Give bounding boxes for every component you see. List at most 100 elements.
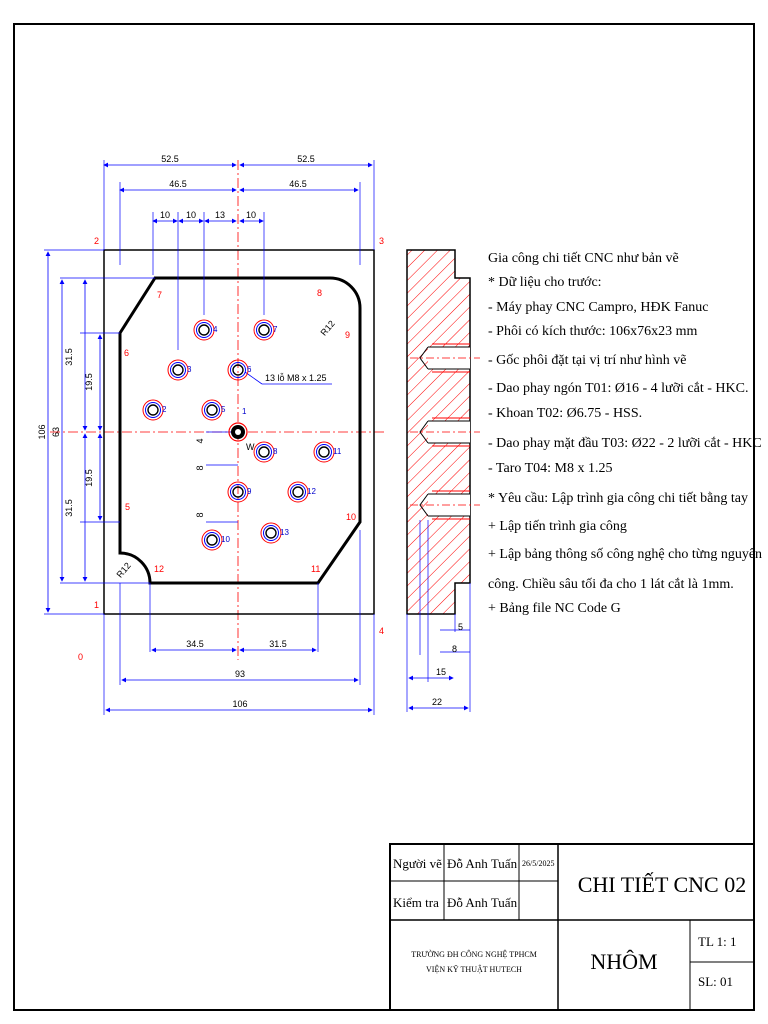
hole-8: 8 (253, 441, 278, 463)
material: NHÔM (590, 949, 657, 974)
hole-label-9: 9 (247, 487, 252, 496)
note-line: * Yêu cầu: Lập trình gia công chi tiết b… (488, 491, 748, 506)
dim-46-5-left: 46.5 (169, 179, 187, 189)
dim-106-vertical: 106 (37, 424, 47, 439)
dim-spacing-d: 10 (246, 210, 256, 220)
hole-10: 10 (201, 529, 230, 551)
hole-11: 11 (313, 441, 342, 463)
dim-spacing-c: 13 (215, 210, 225, 220)
dim-52-5-right: 52.5 (297, 154, 315, 164)
hole-label-13: 13 (280, 528, 289, 537)
workpiece-origin: W (228, 422, 255, 452)
thread-note: 13 lỗ M8 x 1.25 (265, 373, 327, 383)
quantity: SL: 01 (698, 974, 733, 989)
hole-9: 9 (227, 481, 252, 503)
dim-spacing-b: 10 (186, 210, 196, 220)
note-line: công. Chiều sâu tối đa cho 1 lát cắt là … (488, 577, 734, 592)
dim-93: 93 (235, 669, 245, 679)
drawn-by-label: Người vẽ (393, 856, 442, 871)
dim-4: 4 (195, 438, 205, 443)
hole-1: 1 (242, 407, 247, 416)
corner-label-3: 3 (379, 236, 384, 246)
point-label-9: 9 (345, 330, 350, 340)
dim-31-5-top: 31.5 (64, 348, 74, 366)
dim-19-5-bottom: 19.5 (84, 469, 94, 487)
note-line: Gia công chi tiết CNC như bản vẽ (488, 251, 679, 266)
note-line: + Bảng file NC Code G (488, 601, 621, 616)
checked-by-name: Đỗ Anh Tuấn (447, 895, 518, 910)
hole-label-4: 4 (213, 325, 218, 334)
note-line: - Dao phay ngón T01: Ø16 - 4 lưỡi cắt - … (488, 381, 748, 396)
note-line: - Gốc phôi đặt tại vị trí như hình vẽ (488, 353, 687, 368)
dim-63-vertical: 63 (51, 427, 61, 437)
hole-label-3: 3 (187, 365, 192, 374)
note-line: - Khoan T02: Ø6.75 - HSS. (488, 406, 642, 421)
corner-label-0: 0 (78, 652, 83, 662)
dim-spacing-a: 10 (160, 210, 170, 220)
hole-5: 5 (201, 399, 226, 421)
checked-label: Kiểm tra (393, 895, 439, 910)
hole-2: 2 (142, 399, 167, 421)
dim-side-5: 5 (458, 622, 463, 632)
dim-side-8: 8 (452, 644, 457, 654)
scale: TL 1: 1 (698, 934, 737, 949)
note-line: - Phôi có kích thước: 106x76x23 mm (488, 324, 698, 339)
corner-label-4: 4 (379, 626, 384, 636)
dim-side-15: 15 (436, 667, 446, 677)
point-label-12: 12 (154, 564, 164, 574)
dim-106-horizontal: 106 (232, 699, 247, 709)
hole-label-8: 8 (273, 447, 278, 456)
point-label-6: 6 (124, 348, 129, 358)
dim-46-5-right: 46.5 (289, 179, 307, 189)
point-label-5: 5 (125, 502, 130, 512)
drawn-by-name: Đỗ Anh Tuấn (447, 856, 518, 871)
hole-label-6: 6 (247, 365, 252, 374)
hole-4: 4 (193, 319, 218, 341)
dim-side-22: 22 (432, 697, 442, 707)
dim-31-5-bottom-h: 31.5 (269, 639, 287, 649)
school-line-2: VIỆN KỸ THUẬT HUTECH (426, 964, 522, 974)
drawing-date: 26/5/2025 (522, 859, 554, 868)
point-label-8: 8 (317, 288, 322, 298)
point-label-7: 7 (157, 290, 162, 300)
origin-label: W (246, 442, 255, 452)
title-block: Người vẽ Đỗ Anh Tuấn 26/5/2025 Kiểm tra … (389, 843, 755, 1011)
school-line-1: TRƯỜNG ĐH CÔNG NGHỆ TPHCM (411, 949, 537, 959)
dim-31-5-bottom: 31.5 (64, 499, 74, 517)
dim-52-5-left: 52.5 (161, 154, 179, 164)
dim-8-a: 8 (195, 465, 205, 470)
dim-19-5-top: 19.5 (84, 373, 94, 391)
hole-12: 12 (287, 481, 316, 503)
drawing-title: CHI TIẾT CNC 02 (578, 872, 746, 897)
hole-6: 6 (227, 359, 252, 381)
top-view: 52.5 52.5 46.5 46.5 10 10 13 10 106 63 3… (37, 154, 385, 715)
hole-label-1: 1 (242, 407, 247, 416)
hole-label-5: 5 (221, 405, 226, 414)
point-label-11: 11 (311, 564, 320, 574)
dim-radius-top: R12 (319, 319, 337, 338)
hole-13: 13 (260, 522, 289, 544)
hole-3: 3 (167, 359, 192, 381)
note-line: - Taro T04: M8 x 1.25 (488, 461, 613, 476)
dim-8-b: 8 (195, 512, 205, 517)
hole-7: 7 (253, 319, 278, 341)
dim-radius-bottom: R12 (115, 561, 133, 580)
note-line: * Dữ liệu cho trước: (488, 275, 602, 290)
corner-label-2: 2 (94, 236, 99, 246)
drawing-frame (13, 23, 755, 1011)
note-line: + Lập bảng thông số công nghệ cho từng n… (488, 547, 762, 562)
note-line: - Máy phay CNC Campro, HĐK Fanuc (488, 300, 708, 315)
note-line: + Lập tiến trình gia công (488, 519, 627, 534)
hole-label-10: 10 (221, 535, 230, 544)
dim-34-5: 34.5 (186, 639, 204, 649)
corner-label-1: 1 (94, 600, 99, 610)
section-view: 5 8 15 22 (406, 249, 480, 712)
stock-outline (103, 249, 375, 615)
section-holes (419, 343, 470, 520)
hole-label-12: 12 (307, 487, 316, 496)
point-label-10: 10 (346, 512, 356, 522)
note-line: - Dao phay mặt đầu T03: Ø22 - 2 lưỡi cắt… (488, 436, 762, 451)
machining-notes: Gia công chi tiết CNC như bản vẽ * Dữ liệ… (488, 251, 762, 616)
